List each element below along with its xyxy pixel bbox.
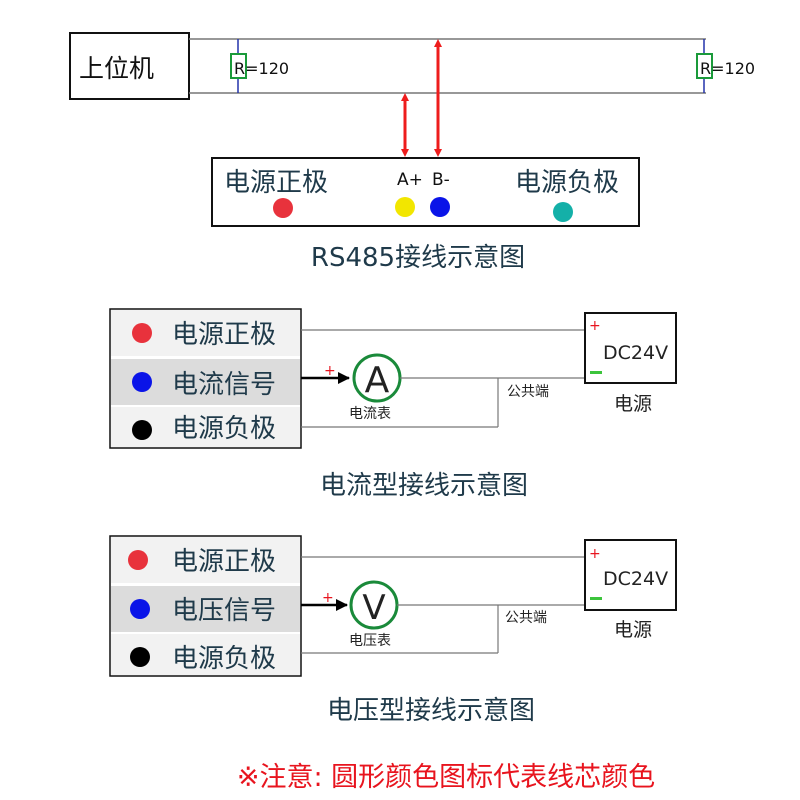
current-supply-plus: + — [589, 318, 601, 334]
b-minus-label: B- — [432, 170, 450, 190]
blue-dot — [430, 197, 450, 217]
resistor-left-label: R=120 — [234, 59, 289, 78]
ammeter-label: 电流表 — [349, 406, 391, 422]
voltage-supply-plus: + — [589, 546, 601, 562]
voltage-supply-minus — [590, 597, 602, 600]
current-supply-label: 电源 — [614, 393, 652, 415]
current-red-dot — [132, 323, 152, 343]
voltage-section: 电源正极 电压信号 电源负极 + V 电压表 公共端 + DC24V 电源 电压… — [109, 535, 677, 726]
note-text: ※注意: 圆形颜色图标代表线芯颜色 — [237, 762, 655, 793]
voltage-row1-label: 电源正极 — [172, 547, 276, 577]
voltage-caption: 电压型接线示意图 — [327, 696, 535, 726]
current-row1-label: 电源正极 — [172, 320, 276, 350]
teal-dot — [553, 202, 573, 222]
voltage-row3-label: 电源负极 — [172, 644, 276, 674]
host-box — [69, 32, 190, 100]
resistor-right — [696, 53, 713, 79]
current-blue-dot — [132, 372, 152, 392]
voltage-row2-label: 电压信号 — [172, 596, 276, 626]
current-black-dot — [132, 420, 152, 440]
voltage-red-dot — [128, 550, 148, 570]
resistor-right-label: R=120 — [700, 59, 755, 78]
voltage-black-dot — [130, 647, 150, 667]
positive-label: 电源正极 — [224, 168, 328, 198]
voltage-supply-label: 电源 — [614, 619, 652, 641]
rs485-caption: RS485接线示意图 — [311, 243, 525, 273]
yellow-dot — [395, 197, 415, 217]
negative-label: 电源负极 — [515, 168, 619, 198]
rs485-section: 上位机 R=120 R=120 电源正极 A+ B- 电源负极 RS485接线示… — [69, 32, 755, 273]
voltage-blue-dot — [130, 599, 150, 619]
current-common-label: 公共端 — [507, 384, 549, 400]
current-section: 电源正极 电流信号 电源负极 + A 电流表 公共端 + DC24V 电源 电流… — [109, 308, 677, 501]
current-supply-minus — [590, 371, 602, 374]
current-plus-sign: + — [324, 363, 336, 379]
current-caption: 电流型接线示意图 — [320, 471, 528, 501]
host-label: 上位机 — [79, 54, 154, 83]
red-dot — [273, 198, 293, 218]
voltage-supply-text: DC24V — [603, 568, 668, 590]
current-supply-text: DC24V — [603, 342, 668, 364]
ammeter-letter: A — [365, 360, 390, 401]
a-plus-label: A+ — [397, 170, 423, 190]
resistor-left — [230, 53, 247, 79]
voltage-plus-sign: + — [322, 590, 334, 606]
current-row2-label: 电流信号 — [172, 370, 276, 400]
current-row3-label: 电源负极 — [172, 414, 276, 444]
voltmeter-label: 电压表 — [349, 633, 391, 649]
voltage-common-label: 公共端 — [505, 610, 547, 626]
voltmeter-letter: V — [362, 588, 385, 628]
